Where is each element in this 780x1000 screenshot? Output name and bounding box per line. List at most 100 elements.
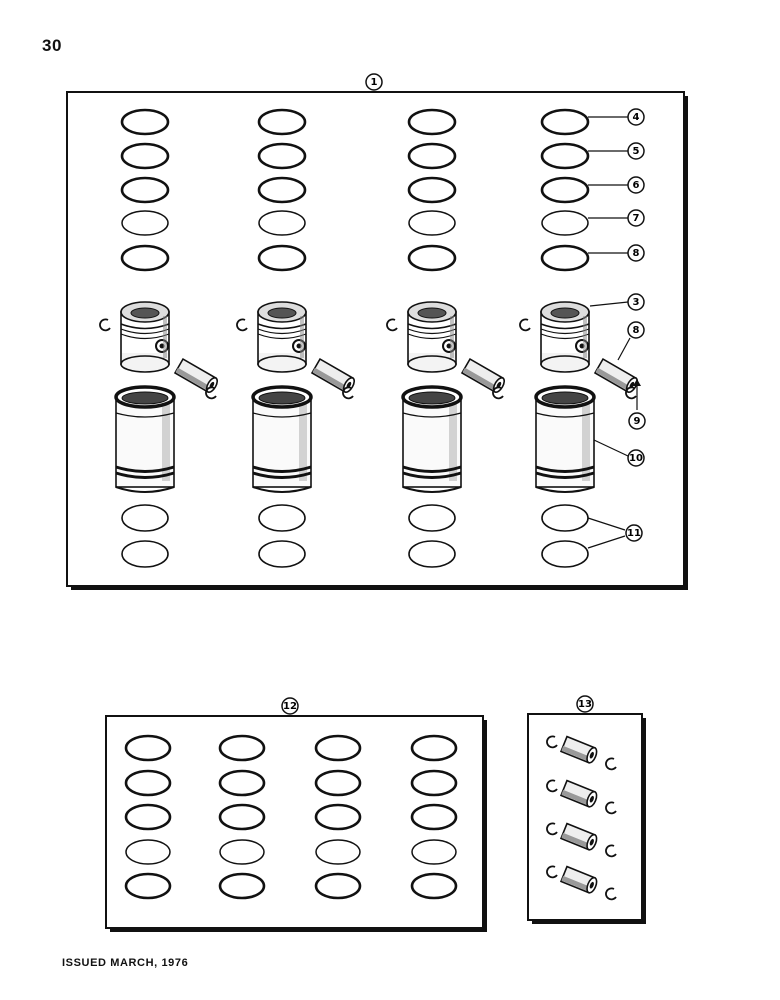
piston-shading — [163, 316, 167, 358]
pin-bore — [589, 751, 594, 759]
retainer-clip — [625, 386, 637, 400]
piston-ring — [120, 176, 170, 204]
piston-pin — [559, 779, 598, 808]
retainer-clip — [546, 735, 558, 749]
leader-line — [593, 439, 629, 457]
piston-ring — [407, 244, 457, 272]
piston-ring — [407, 108, 457, 136]
piston-ring — [314, 803, 362, 831]
sleeve-shading — [449, 403, 457, 481]
retainer-clip — [205, 386, 217, 400]
piston-pin-kit-panel — [527, 713, 646, 924]
callout-circle — [627, 176, 645, 194]
piston-shading — [583, 316, 587, 358]
piston-ring — [314, 734, 362, 762]
callout-pin-retainer: 9 — [628, 412, 646, 430]
sleeve-seal-groove — [402, 465, 462, 473]
piston-ring — [410, 734, 458, 762]
piston-ring-kit-panel — [105, 715, 487, 932]
pin-shading — [561, 745, 592, 762]
piston-bowl — [130, 307, 160, 319]
callout-number: 6 — [633, 180, 640, 191]
piston-ring — [540, 176, 590, 204]
retainer-clip — [605, 844, 617, 858]
callout-ring-4: 7 — [627, 209, 645, 227]
piston-ring — [411, 839, 457, 865]
sleeve-seal-groove — [402, 471, 462, 479]
piston-ring — [257, 244, 307, 272]
cylinder-kit-panel — [66, 91, 688, 590]
piston-ring — [258, 504, 306, 532]
piston-bowl — [417, 307, 447, 319]
retainer-clip — [386, 318, 398, 332]
callout-circle — [627, 209, 645, 227]
sleeve-seal-groove — [252, 471, 312, 479]
issue-date: ISSUED MARCH, 1976 — [62, 957, 189, 969]
sleeve-shading — [582, 403, 590, 481]
sleeve-shading — [162, 403, 170, 481]
piston-ring — [121, 504, 169, 532]
callout-circle — [627, 244, 645, 262]
piston-pin — [559, 865, 598, 894]
sleeve-bottom — [115, 486, 175, 493]
callout-ring-2: 5 — [627, 142, 645, 160]
pin-shading — [561, 832, 592, 849]
page-number: 30 — [42, 36, 62, 55]
piston-shading — [300, 316, 304, 358]
pin-shading — [595, 367, 631, 392]
piston-ring — [218, 734, 266, 762]
piston-ring — [218, 872, 266, 900]
callout-circle — [627, 142, 645, 160]
arrow-head — [633, 379, 641, 386]
sleeve-bore — [258, 391, 306, 405]
sleeve-bore — [541, 391, 589, 405]
piston-ring — [540, 108, 590, 136]
piston-ring — [540, 244, 590, 272]
piston-ring — [408, 210, 456, 236]
retainer-clip — [605, 801, 617, 815]
callout-ring-3: 6 — [627, 176, 645, 194]
piston-pin — [310, 357, 356, 394]
piston-ring — [121, 540, 169, 568]
callout-kit-cylinder: 1 — [365, 73, 383, 91]
sleeve-edge — [115, 412, 175, 418]
callout-sleeve: 10 — [627, 449, 645, 467]
piston-bowl — [267, 307, 297, 319]
sleeve-shading — [299, 403, 307, 481]
piston-ring — [218, 803, 266, 831]
piston-pin — [559, 822, 598, 851]
callout-circle — [627, 108, 645, 126]
sleeve-bore — [408, 391, 456, 405]
retainer-clip — [546, 822, 558, 836]
callout-number: 5 — [633, 146, 640, 157]
piston-ring — [314, 872, 362, 900]
piston — [407, 301, 457, 373]
pin-bore — [589, 795, 594, 803]
piston-ring — [121, 210, 169, 236]
cylinder-sleeve — [401, 385, 463, 493]
piston — [120, 301, 170, 373]
callout-circle — [576, 695, 594, 713]
piston-shading — [450, 316, 454, 358]
cylinder-sleeve — [114, 385, 176, 493]
piston-ring — [257, 142, 307, 170]
callout-circle — [625, 524, 643, 542]
piston-ring — [120, 244, 170, 272]
sleeve-seal-groove — [535, 465, 595, 473]
piston-ring — [124, 803, 172, 831]
callout-number: 3 — [633, 297, 640, 308]
piston — [257, 301, 307, 373]
callout-sleeve-seals: 11 — [625, 524, 643, 542]
leader-line — [587, 517, 626, 531]
callout-number: 11 — [627, 528, 641, 539]
piston-ring — [407, 142, 457, 170]
piston-pin-kit-frame — [527, 713, 646, 924]
piston-ring — [315, 839, 361, 865]
sleeve-seal-groove — [115, 465, 175, 473]
piston-ring — [257, 176, 307, 204]
piston-ring — [408, 504, 456, 532]
pin-shading — [462, 367, 498, 392]
callout-ring-5: 8 — [627, 244, 645, 262]
sleeve-seal-groove — [115, 471, 175, 479]
